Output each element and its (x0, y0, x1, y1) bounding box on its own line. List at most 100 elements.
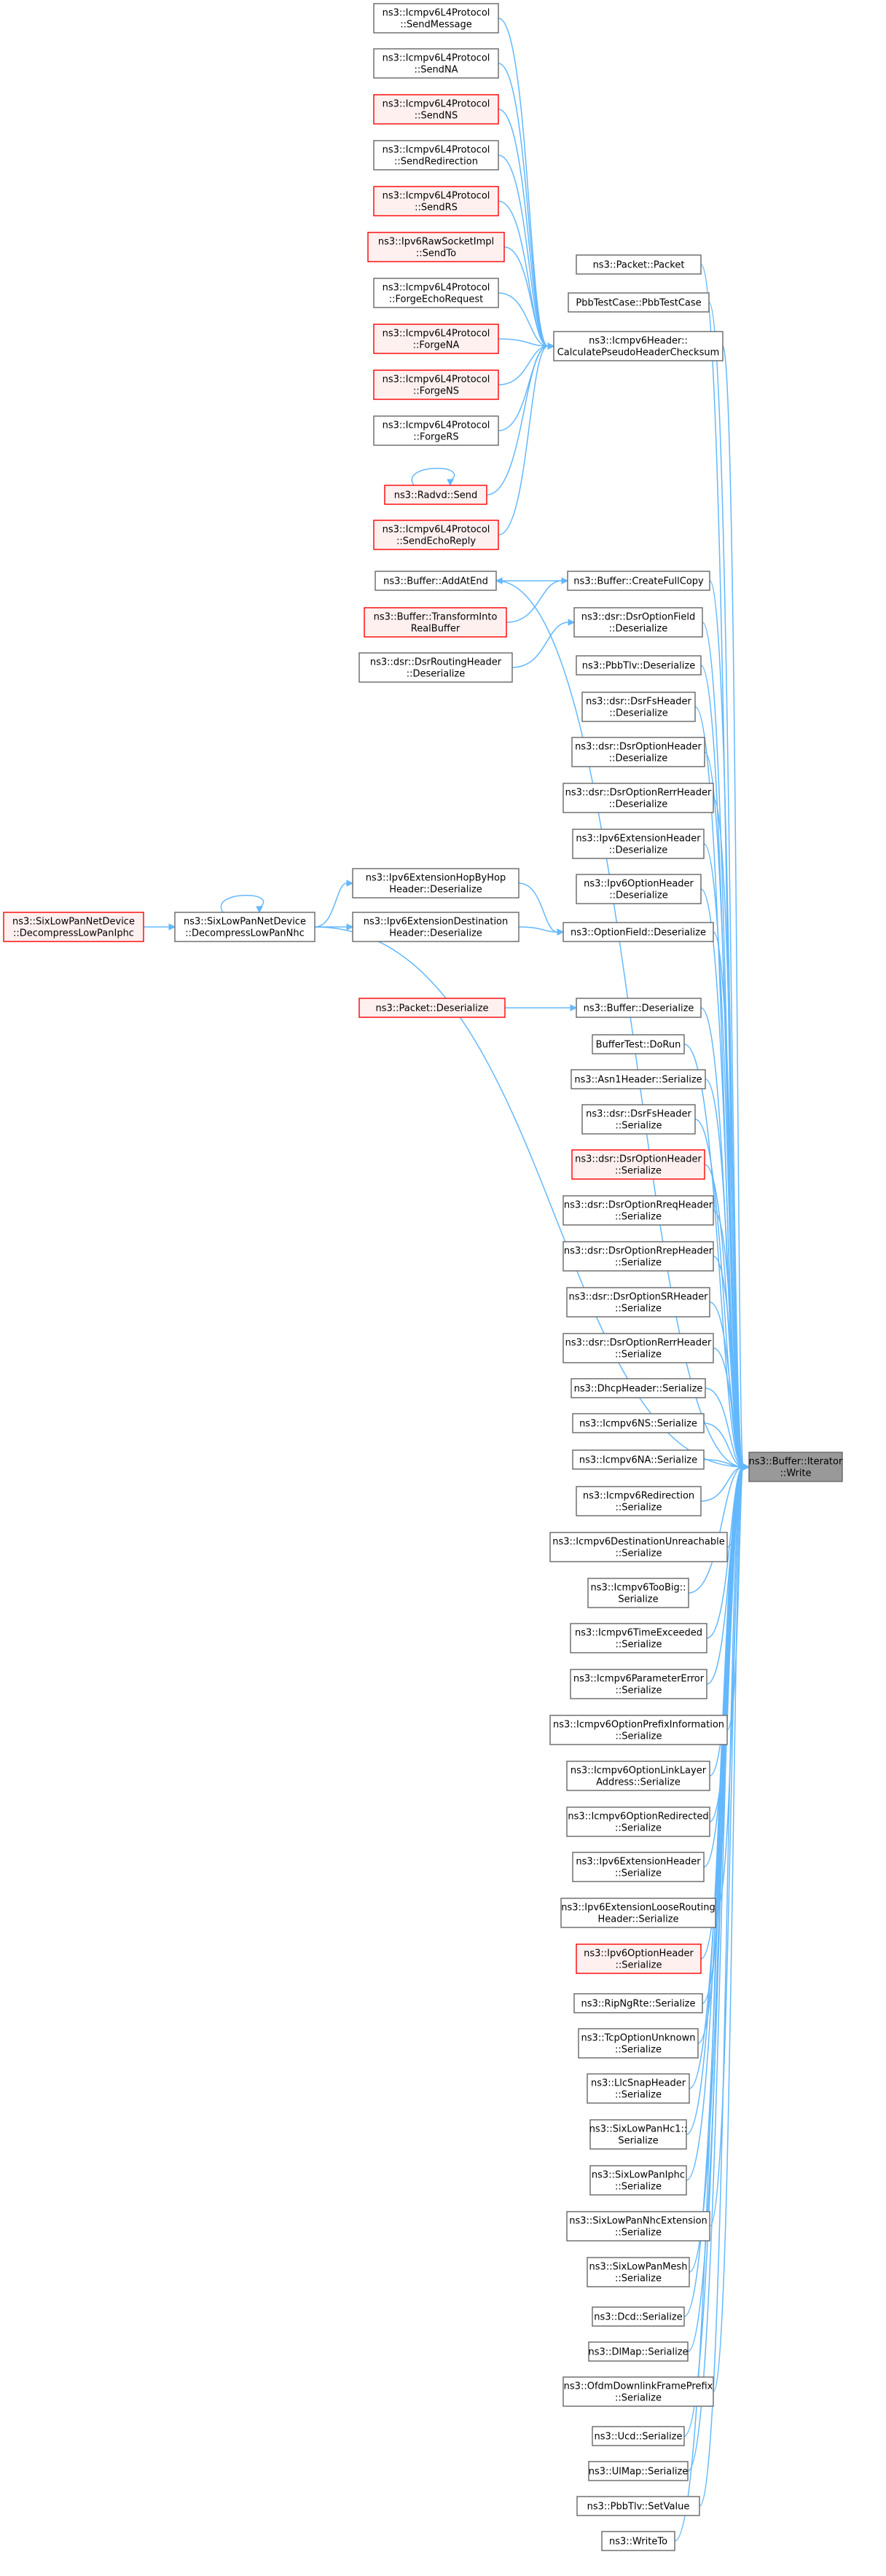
node-optionfield_deser[interactable]: ns3::OptionField::Deserialize (562, 922, 714, 942)
node-label: ::SendRedirection (394, 157, 478, 168)
edge-line (498, 292, 549, 347)
node-sixlowpanhc1_ser[interactable]: ns3::SixLowPanHc1::Serialize (589, 2119, 688, 2150)
node-ulmap_ser[interactable]: ns3::UlMap::Serialize (588, 2461, 689, 2481)
node-label: ::Serialize (616, 1640, 662, 1651)
node-writeto[interactable]: ns3::WriteTo (601, 2531, 675, 2551)
node-forge_rs[interactable]: ns3::Icmpv6L4Protocol::ForgeRS (373, 415, 499, 446)
node-raw_sendto[interactable]: ns3::Ipv6RawSocketImpl::SendTo (367, 232, 505, 262)
node-box (562, 1241, 714, 1272)
node-sixlowpannhcext_ser[interactable]: ns3::SixLowPanNhcExtension::Serialize (566, 2211, 710, 2242)
node-pbbtlv_setvalue[interactable]: ns3::PbbTlv::SetValue (576, 2496, 700, 2516)
node-llcsnap_ser[interactable]: ns3::LlcSnapHeader::Serialize (587, 2073, 690, 2104)
node-ucd_ser[interactable]: ns3::Ucd::Serialize (592, 2426, 685, 2446)
node-label: ns3::OptionField::Deserialize (571, 928, 706, 939)
node-icmpv6redir_ser[interactable]: ns3::Icmpv6Redirection::Serialize (576, 1486, 702, 1516)
node-label: ::Serialize (615, 2228, 662, 2239)
node-send_rs[interactable]: ns3::Icmpv6L4Protocol::SendRS (373, 186, 499, 216)
node-dsroption_deser[interactable]: ns3::dsr::DsrOptionHeader::Deserialize (571, 737, 705, 767)
node-icmpv6ns_ser[interactable]: ns3::Icmpv6NS::Serialize (572, 1413, 705, 1433)
node-buffer_deser[interactable]: ns3::Buffer::Deserialize (576, 998, 702, 1018)
node-sixlowpan_decomp_iphc[interactable]: ns3::SixLowPanNetDevice::DecompressLowPa… (3, 912, 144, 942)
node-ipv6ext_ser[interactable]: ns3::Ipv6ExtensionHeader::Serialize (572, 1852, 705, 1882)
node-pbb_testcase[interactable]: PbbTestCase::PbbTestCase (568, 292, 710, 313)
node-sixlowpaniphc_ser[interactable]: ns3::SixLowPanIphc::Serialize (589, 2165, 687, 2196)
node-dsr_routingheader_deser[interactable]: ns3::dsr::DsrRoutingHeader::Deserialize (358, 652, 513, 683)
node-send_redirection[interactable]: ns3::Icmpv6L4Protocol::SendRedirection (373, 140, 499, 171)
node-sixlowpan_decomp_nhc[interactable]: ns3::SixLowPanNetDevice::DecompressLowPa… (174, 912, 315, 942)
node-dcd_ser[interactable]: ns3::Dcd::Serialize (592, 2306, 685, 2327)
node-icmpv6destunreach_ser[interactable]: ns3::Icmpv6DestinationUnreachable::Seria… (549, 1532, 728, 1562)
node-ripngrte_ser[interactable]: ns3::RipNgRte::Serialize (573, 1993, 703, 2013)
node-destination_deser[interactable]: ns3::Ipv6ExtensionDestinationHeader::Des… (352, 912, 520, 942)
node-dsrrrep_ser[interactable]: ns3::dsr::DsrOptionRrepHeader::Serialize (562, 1241, 714, 1272)
node-send_ns[interactable]: ns3::Icmpv6L4Protocol::SendNS (373, 94, 499, 125)
node-icmpv6toobig_ser[interactable]: ns3::Icmpv6TooBig::Serialize (587, 1578, 689, 1608)
node-label: ::Serialize (615, 2182, 662, 2193)
node-box (375, 571, 497, 591)
node-label: ::ForgeEchoRequest (389, 294, 483, 305)
node-buffer_addatend[interactable]: ns3::Buffer::AddAtEnd (375, 571, 497, 591)
node-calc_pseudo[interactable]: ns3::Icmpv6Header::CalculatePseudoHeader… (553, 331, 724, 361)
node-forge_ns[interactable]: ns3::Icmpv6L4Protocol::ForgeNS (373, 369, 499, 400)
node-label: Serialize (618, 1594, 658, 1605)
node-label: ns3::Ipv6OptionHeader (584, 1949, 694, 1960)
node-asn1_ser[interactable]: ns3::Asn1Header::Serialize (571, 1069, 706, 1089)
node-dhcp_ser[interactable]: ns3::DhcpHeader::Serialize (571, 1378, 706, 1398)
node-label: ns3::Buffer::CreateFullCopy (573, 576, 704, 587)
node-label: ns3::Icmpv6OptionLinkLayer (571, 1766, 707, 1777)
node-dsrrerr_ser[interactable]: ns3::dsr::DsrOptionRerrHeader::Serialize (562, 1333, 714, 1363)
node-looserouting_ser[interactable]: ns3::Ipv6ExtensionLooseRoutingHeader::Se… (560, 1898, 716, 1928)
node-dlmap_ser[interactable]: ns3::DlMap::Serialize (588, 2341, 689, 2362)
node-radvd_send[interactable]: ns3::Radvd::Send (384, 485, 487, 505)
node-packet_deser[interactable]: ns3::Packet::Deserialize (358, 998, 506, 1018)
arrowhead (256, 906, 263, 914)
node-box (358, 998, 506, 1018)
node-dsr_optionfield_deser[interactable]: ns3::dsr::DsrOptionField::Deserialize (573, 607, 703, 638)
node-ipv6ext_deser[interactable]: ns3::Ipv6ExtensionHeader::Deserialize (572, 829, 705, 859)
node-icmpv6linklayer_ser[interactable]: ns3::Icmpv6OptionLinkLayerAddress::Seria… (566, 1761, 710, 1791)
node-dsrfs_ser[interactable]: ns3::dsr::DsrFsHeader::Serialize (581, 1104, 696, 1135)
node-label: ns3::SixLowPanNetDevice (184, 917, 306, 928)
node-label: ns3::dsr::DsrOptionHeader (575, 1154, 702, 1165)
node-label: ::Deserialize (609, 845, 668, 856)
node-write[interactable]: ns3::Buffer::Iterator::Write (748, 1452, 843, 1482)
edge-line (518, 882, 558, 933)
edge-line (709, 1466, 744, 2227)
edge-forge_ns-to-calc_pseudo (498, 342, 555, 385)
node-label: ns3::Ipv6ExtensionDestination (364, 917, 509, 928)
node-dsrsr_ser[interactable]: ns3::dsr::DsrOptionSRHeader::Serialize (566, 1287, 710, 1318)
node-dsroption_ser[interactable]: ns3::dsr::DsrOptionHeader::Serialize (571, 1149, 705, 1180)
node-dsrrerr_deser[interactable]: ns3::dsr::DsrOptionRerrHeader::Deseriali… (562, 783, 714, 813)
node-icmpv6paramerror_ser[interactable]: ns3::Icmpv6ParameterError::Serialize (570, 1669, 707, 1699)
node-icmpv6optredirected_ser[interactable]: ns3::Icmpv6OptionRedirected::Serialize (566, 1806, 710, 1837)
node-hopbyhop_deser[interactable]: ns3::Ipv6ExtensionHopByHopHeader::Deseri… (352, 868, 520, 899)
node-ipv6opt_deser[interactable]: ns3::Ipv6OptionHeader::Deserialize (576, 874, 702, 904)
node-pbbtlv_deser[interactable]: ns3::PbbTlv::Deserialize (576, 655, 702, 676)
node-label: ::Serialize (615, 2045, 662, 2056)
edge-sixlowpan_decomp_iphc-to-sixlowpan_decomp_nhc (144, 923, 176, 931)
node-send_na[interactable]: ns3::Icmpv6L4Protocol::SendNA (373, 48, 499, 79)
node-box (373, 520, 499, 550)
node-box (174, 912, 315, 942)
node-box (592, 2306, 685, 2327)
node-send_message[interactable]: ns3::Icmpv6L4Protocol::SendMessage (373, 3, 499, 34)
node-buffer_createfullcopy[interactable]: ns3::Buffer::CreateFullCopy (567, 571, 710, 591)
node-label: ns3::Icmpv6L4Protocol (383, 53, 490, 64)
node-dsrfs_deser[interactable]: ns3::dsr::DsrFsHeader::Deserialize (581, 692, 696, 722)
node-label: ns3::SixLowPanMesh (589, 2262, 688, 2273)
node-forge_echo[interactable]: ns3::Icmpv6L4Protocol::ForgeEchoRequest (373, 278, 499, 308)
node-sixlowpanmesh_ser[interactable]: ns3::SixLowPanMesh::Serialize (587, 2257, 690, 2287)
node-dsrrreq_ser[interactable]: ns3::dsr::DsrOptionRreqHeader::Serialize (562, 1195, 714, 1226)
node-icmpv6prefixinfo_ser[interactable]: ns3::Icmpv6OptionPrefixInformation::Seri… (549, 1715, 728, 1745)
node-ofdmdl_ser[interactable]: ns3::OfdmDownlinkFramePrefix::Serialize (562, 2376, 714, 2407)
node-pkt_packet[interactable]: ns3::Packet::Packet (576, 254, 702, 275)
node-forge_na[interactable]: ns3::Icmpv6L4Protocol::ForgeNA (373, 324, 499, 354)
node-label: ::Deserialize (609, 753, 668, 764)
node-icmpv6timeexceeded_ser[interactable]: ns3::Icmpv6TimeExceeded::Serialize (570, 1623, 707, 1653)
node-send_echo_reply[interactable]: ns3::Icmpv6L4Protocol::SendEchoReply (373, 520, 499, 550)
node-tcpoptunknown_ser[interactable]: ns3::TcpOptionUnknown::Serialize (578, 2028, 699, 2059)
node-ipv6opt_ser[interactable]: ns3::Ipv6OptionHeader::Serialize (576, 1943, 702, 1974)
node-buffertest_dorun[interactable]: BufferTest::DoRun (592, 1034, 685, 1054)
node-icmpv6na_ser[interactable]: ns3::Icmpv6NA::Serialize (572, 1449, 705, 1470)
